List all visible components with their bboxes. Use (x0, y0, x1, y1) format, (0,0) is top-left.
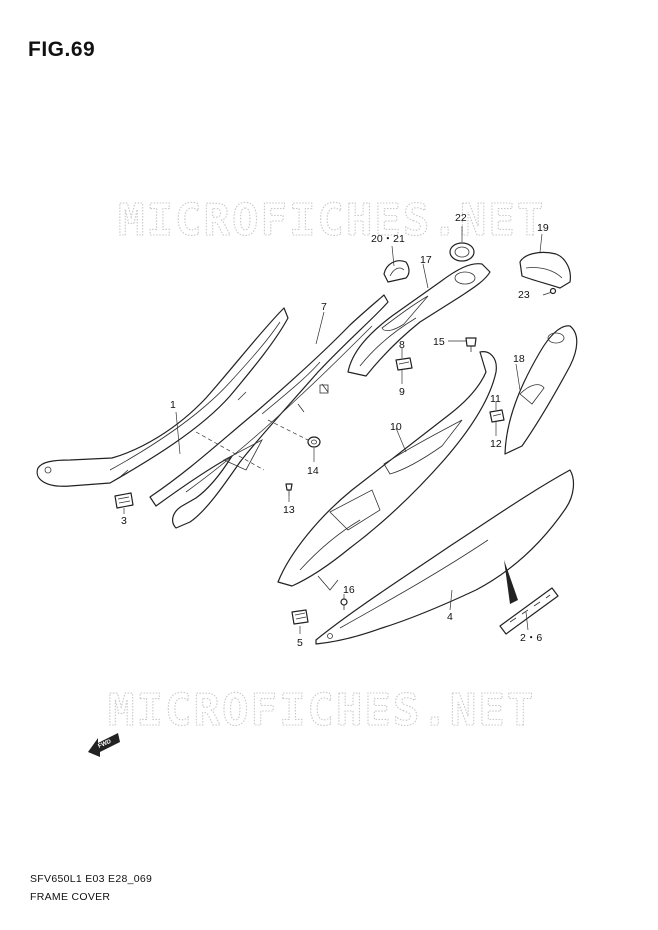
fwd-label: FWD (97, 739, 113, 750)
callout-3: 3 (121, 515, 127, 527)
callout-5: 5 (297, 637, 303, 649)
callout-7: 7 (321, 301, 327, 313)
callout-22: 22 (455, 212, 467, 224)
figure-title: FIG.69 (28, 38, 96, 61)
part-8-9-cushion (395, 357, 413, 371)
part-15-fastener (465, 337, 477, 352)
callout-4: 4 (447, 611, 453, 623)
callout-14: 14 (307, 465, 319, 477)
fwd-arrow-icon: FWD (88, 733, 120, 757)
callout-12: 12 (490, 438, 502, 450)
callout-17: 17 (420, 254, 432, 266)
part-22-grommet (449, 242, 475, 262)
callout-20-21: 20・21 (371, 233, 405, 245)
callout-23: 23 (518, 289, 530, 301)
callout-18: 18 (513, 353, 525, 365)
callout-8: 8 (399, 339, 405, 351)
part-3-clip (114, 492, 134, 509)
callout-11: 11 (490, 393, 501, 405)
part-16-screw (340, 598, 348, 610)
part-13-screw (285, 483, 293, 496)
part-23-screw (542, 287, 557, 296)
part-7-inner-frame-cover (149, 294, 389, 529)
callout-19: 19 (537, 222, 549, 234)
callout-16: 16 (343, 584, 355, 596)
callout-9: 9 (399, 386, 405, 398)
part-14-grommet (307, 436, 321, 448)
model-code: SFV650L1 E03 E28_069 (30, 873, 153, 885)
part-4-lower-side-cover (315, 469, 575, 645)
callout-15: 15 (433, 336, 445, 348)
callout-13: 13 (283, 504, 295, 516)
callout-1: 1 (170, 399, 176, 411)
part-11-12-cushion (489, 409, 505, 423)
part-1-left-frame-cover (36, 307, 289, 487)
figure-name: FRAME COVER (30, 891, 111, 903)
watermark-bottom: MICROFICHES.NET (108, 685, 535, 736)
watermark-top: MICROFICHES.NET (118, 195, 545, 246)
part-2-6-emblem (499, 587, 559, 635)
part-18-seat-cover-bracket (504, 325, 578, 455)
callout-2-6: 2・6 (520, 632, 542, 644)
part-20-21-rubber-cushion (383, 260, 410, 283)
part-5-clip (291, 609, 309, 625)
part-17-rear-upper-cover (347, 263, 491, 377)
callout-10: 10 (390, 421, 402, 433)
part-19-tail-cover (519, 251, 571, 289)
part-10-rear-frame-cover (277, 351, 497, 591)
